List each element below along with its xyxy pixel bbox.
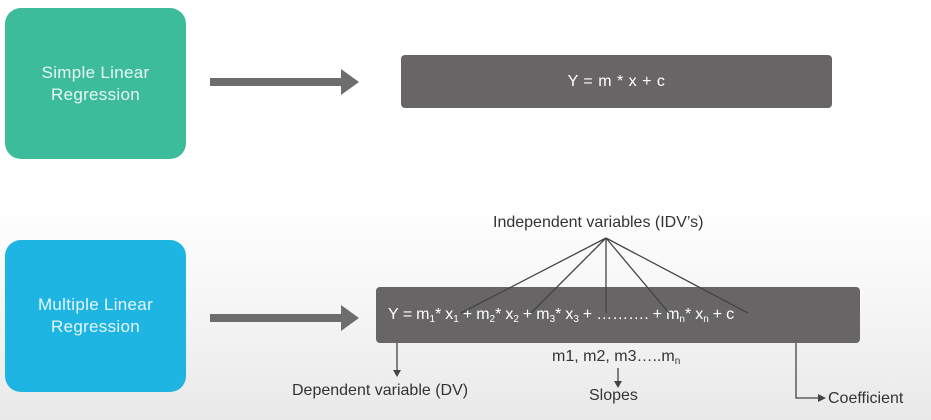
multiple-linear-regression-label: Multiple Linear Regression (38, 294, 153, 338)
formula-x2: x2 (505, 305, 519, 325)
formula-mul2: * (495, 306, 502, 323)
formula-x3: x3 (565, 305, 579, 325)
independent-variables-label: Independent variables (IDV’s) (493, 214, 704, 231)
formula-mul3: * (555, 306, 562, 323)
formula-plus2: + (522, 306, 533, 323)
slopes-label: Slopes (589, 387, 638, 404)
formula-plus3: + (582, 306, 593, 323)
formula-plus5: + (712, 306, 723, 323)
right-arrow-icon (210, 69, 359, 95)
simple-label-line2: Regression (51, 84, 140, 104)
formula-c: c (726, 306, 735, 323)
simple-label-line1: Simple Linear (41, 62, 150, 82)
formula-xn: xn (695, 305, 709, 325)
formula-m1: m1 (416, 305, 436, 325)
formula-plus4: + (652, 306, 663, 323)
formula-mn: mn (666, 305, 685, 325)
dependent-variable-label: Dependent variable (DV) (292, 382, 469, 399)
multiple-linear-regression-box: Multiple Linear Regression (5, 240, 186, 392)
formula-mul1: * (435, 306, 442, 323)
idv-line-dots (605, 237, 670, 314)
multiple-label-line1: Multiple Linear (37, 295, 154, 314)
idv-line-x2 (530, 237, 607, 314)
formula-y: Y = (388, 306, 413, 323)
formula-muln: * (684, 306, 692, 323)
formula-m2: m2 (476, 305, 496, 325)
simple-linear-regression-label: Simple Linear Regression (42, 62, 150, 106)
simple-formula: Y = m * x + c (567, 72, 666, 90)
multiple-formula-bar: Y = m1 * x1 + m2 * x2 + m3 * x3 + ………. +… (376, 287, 860, 343)
simple-linear-regression-box: Simple Linear Regression (5, 8, 186, 159)
idv-line-x1 (460, 237, 607, 314)
coefficient-arrow-line (795, 343, 820, 399)
formula-m3: m3 (536, 305, 556, 325)
right-arrow-icon (210, 305, 359, 331)
formula-x1: x1 (445, 305, 459, 325)
coefficient-label: Coefficient (828, 390, 904, 407)
multiple-label-line2: Regression (51, 317, 140, 336)
simple-formula-bar: Y = m * x + c (401, 55, 832, 108)
formula-dots: ………. (596, 306, 649, 323)
formula-plus1: + (462, 306, 473, 323)
slopes-arrow-head-icon (614, 381, 622, 388)
slopes-values-label: m1, m2, m3…..mn (552, 348, 681, 367)
idv-line-xn (605, 237, 749, 314)
dv-arrow-head-icon (393, 370, 401, 377)
coefficient-arrow-head-icon (818, 394, 826, 402)
